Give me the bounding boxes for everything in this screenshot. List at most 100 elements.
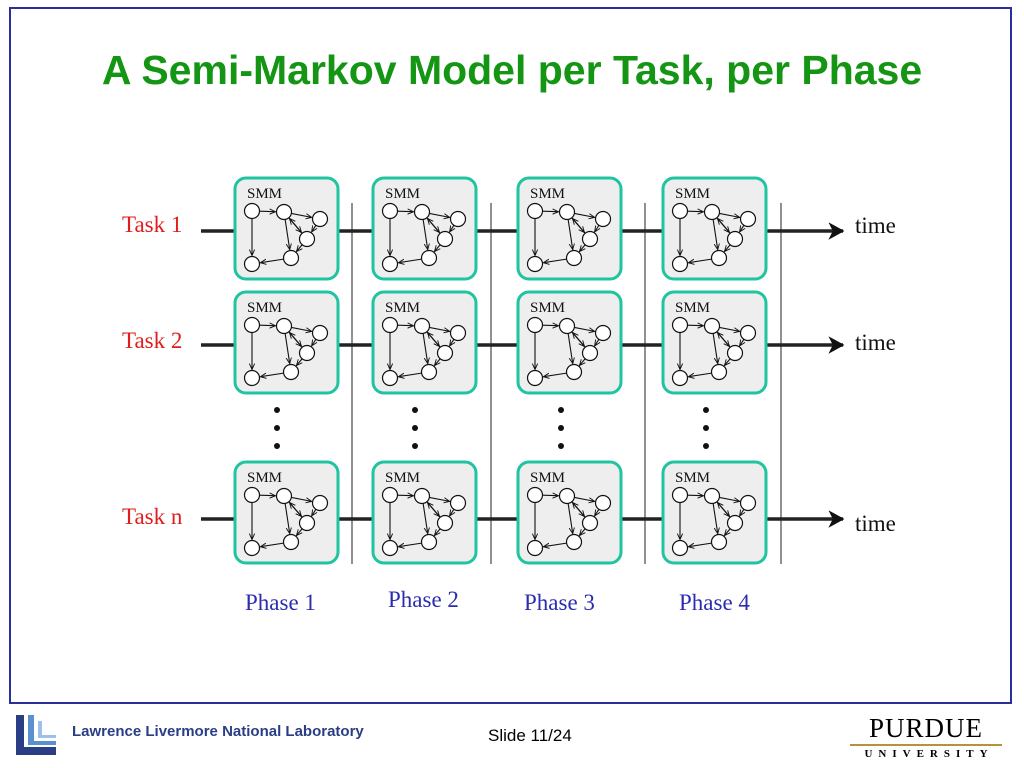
ellipsis-dot: [274, 443, 280, 449]
smm-state: [726, 230, 744, 248]
smm-state: [420, 363, 438, 381]
smm-edge: [397, 325, 413, 326]
smm-state: [243, 202, 261, 220]
smm-box-label: SMM: [247, 300, 282, 316]
smm-edge: [719, 212, 739, 217]
task-label-2: Task 2: [122, 328, 183, 353]
smm-edge: [296, 244, 303, 252]
ellipsis-dot: [703, 425, 709, 431]
smm-state: [243, 539, 261, 557]
smm-edge: [260, 542, 284, 547]
ellipsis-dot: [703, 407, 709, 413]
ellipsis-dot: [274, 407, 280, 413]
smm-edge: [688, 372, 712, 377]
smm-edge: [429, 496, 449, 501]
smm-state: [275, 487, 293, 505]
smm-edge: [397, 495, 413, 496]
smm-edge: [719, 326, 739, 331]
smm-edge: [291, 212, 311, 217]
smm-edge: [688, 542, 712, 547]
smm-state: [594, 210, 612, 228]
university-rule: [850, 744, 1002, 746]
task-label-1: Task 1: [122, 212, 183, 237]
smm-edge: [574, 212, 594, 217]
smm-edge: [567, 219, 573, 249]
phase-label-4: Phase 4: [679, 590, 750, 615]
smm-edge: [422, 503, 428, 533]
smm-state: [381, 255, 399, 273]
smm-edge: [574, 326, 594, 331]
ellipsis-dot: [558, 443, 564, 449]
smm-state: [298, 514, 316, 532]
smm-edge: [312, 508, 316, 516]
ellipsis-dot: [412, 425, 418, 431]
smm-edge: [724, 528, 731, 536]
smm-edge: [450, 508, 454, 516]
smm-state: [381, 539, 399, 557]
smm-edge: [284, 503, 290, 533]
smm-state: [526, 369, 544, 387]
smm-state: [710, 249, 728, 267]
smm-edge: [428, 218, 441, 234]
smm-state: [526, 316, 544, 334]
smm-state: [671, 202, 689, 220]
smm-state: [311, 324, 329, 342]
smm-state: [381, 486, 399, 504]
smm-edge: [398, 542, 422, 547]
smm-state: [594, 494, 612, 512]
slide-number: Slide 11/24: [488, 726, 572, 745]
smm-box-label: SMM: [385, 470, 420, 486]
smm-state: [413, 317, 431, 335]
smm-state: [703, 203, 721, 221]
smm-state: [243, 369, 261, 387]
ellipsis-dot: [412, 407, 418, 413]
smm-edge: [543, 258, 567, 263]
smm-edge: [688, 258, 712, 263]
smm-edge: [724, 358, 731, 366]
smm-state: [381, 316, 399, 334]
smm-box-label: SMM: [385, 186, 420, 202]
smm-state: [526, 255, 544, 273]
smm-edge: [712, 503, 718, 533]
phase-label-3: Phase 3: [524, 590, 595, 615]
smm-edge: [542, 495, 558, 496]
smm-edge: [260, 258, 284, 263]
smm-box-label: SMM: [530, 470, 565, 486]
smm-edge: [259, 325, 275, 326]
slide-title: A Semi-Markov Model per Task, per Phase: [101, 47, 923, 93]
smm-edge: [290, 218, 303, 234]
smm-box-label: SMM: [530, 300, 565, 316]
smm-edge: [260, 372, 284, 377]
smm-edge: [712, 333, 718, 363]
smm-state: [420, 249, 438, 267]
smm-edge: [284, 333, 290, 363]
smm-state: [671, 255, 689, 273]
smm-edge: [579, 358, 586, 366]
smm-state: [381, 202, 399, 220]
smm-edge: [284, 219, 290, 249]
ellipsis-dot: [558, 425, 564, 431]
smm-box-label: SMM: [247, 470, 282, 486]
smm-edge: [290, 332, 303, 348]
smm-edge: [259, 211, 275, 212]
smm-state: [739, 210, 757, 228]
ellipsis-dot: [558, 407, 564, 413]
task-label-n: Task n: [122, 504, 183, 529]
smm-state: [526, 202, 544, 220]
smm-box-label: SMM: [675, 186, 710, 202]
lab-name: Lawrence Livermore National Laboratory: [72, 723, 364, 740]
smm-state: [671, 486, 689, 504]
smm-edge: [296, 528, 303, 536]
smm-state: [381, 369, 399, 387]
smm-box-label: SMM: [530, 186, 565, 202]
smm-edge: [428, 332, 441, 348]
smm-edge: [579, 244, 586, 252]
ellipsis-dot: [412, 443, 418, 449]
smm-state: [726, 514, 744, 532]
smm-edge: [434, 358, 441, 366]
smm-edge: [573, 218, 586, 234]
smm-state: [739, 494, 757, 512]
smm-edge: [543, 542, 567, 547]
smm-state: [436, 230, 454, 248]
slide-frame: [9, 7, 1012, 704]
